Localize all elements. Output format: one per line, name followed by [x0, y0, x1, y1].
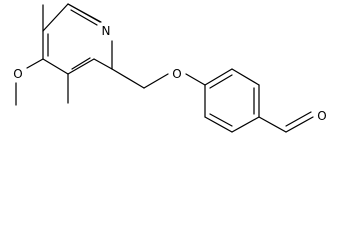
- aldehyde-bond-c-c: [258, 116, 287, 133]
- bond-c5-c4: [42, 58, 69, 75]
- benz-bond-2: [231, 68, 260, 86]
- benz-double-1: [209, 74, 233, 89]
- atom-label-pyridine-n: N: [102, 24, 111, 38]
- atom-label-methoxy-o: O: [13, 67, 22, 81]
- pyridine-ring-main: [67, 3, 101, 23]
- benzene-ring: [204, 68, 260, 133]
- ring-bond-a: [67, 3, 101, 23]
- linker-bond-ch2-o: [143, 73, 169, 89]
- double-bond-inner-2: [71, 57, 91, 70]
- benz-bond-5: [204, 116, 233, 133]
- benz-bond-1: [204, 68, 233, 86]
- linker-bond-c-ch2: [111, 68, 145, 89]
- structure-diagram: N O O O: [13, 3, 327, 133]
- pyridine-ring: [42, 3, 113, 75]
- atom-label-aldehyde-o: O: [317, 109, 326, 123]
- bond-c4-c3: [67, 58, 95, 75]
- aldehyde-bond-c-o-1: [285, 116, 314, 133]
- bond-c6-c5b: [42, 3, 69, 32]
- methoxy-bond-c-o: [26, 58, 44, 69]
- aldehyde-bond-c-o-2: [285, 111, 312, 127]
- double-bond-inner-3: [70, 9, 98, 26]
- benz-double-3: [209, 113, 233, 127]
- bond-c3-c2: [93, 58, 113, 70]
- benz-bond-4: [231, 116, 260, 133]
- linker-bond-o-ar: [185, 73, 206, 86]
- atom-label-ether-o: O: [172, 67, 181, 81]
